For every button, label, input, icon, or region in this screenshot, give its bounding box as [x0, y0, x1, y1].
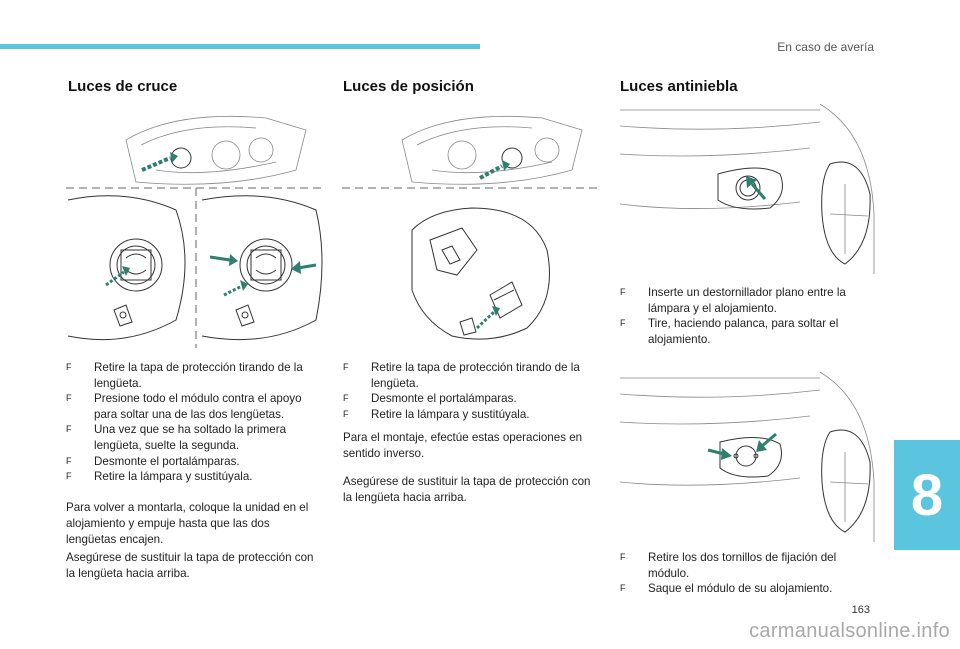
- fog-light-figure-1: [620, 104, 875, 274]
- headlamp-illustration: [401, 115, 583, 185]
- watermark: carmanualsonline.info: [749, 620, 950, 642]
- page-number: 163: [851, 604, 870, 616]
- side-lights-paragraph-1: Para el montaje, efectúe estas operacion…: [343, 431, 583, 460]
- arrow-icon: [105, 266, 130, 287]
- section-header: En caso de avería: [777, 40, 874, 54]
- arrow-icon: [475, 306, 500, 330]
- low-beam-figure: [66, 115, 324, 348]
- low-beam-title: Luces de cruce: [68, 78, 178, 95]
- lamp-holder-detail-right: [201, 195, 323, 341]
- headlamp-illustration: [125, 115, 307, 185]
- lamp-holder-detail: [411, 207, 550, 340]
- side-lights-paragraph-2: Asegúrese de sustituir la tapa de protec…: [343, 475, 591, 504]
- header-accent-bar: [0, 44, 480, 49]
- arrow-icon: [209, 254, 317, 297]
- bumper-illustration: [620, 104, 875, 274]
- arrow-icon: [746, 176, 767, 200]
- fog-light-figure-2: [620, 372, 875, 542]
- arrow-icon: [141, 152, 178, 172]
- side-lights-title: Luces de posición: [343, 78, 474, 95]
- fog-lights-title: Luces antiniebla: [620, 78, 738, 95]
- arrow-icon: [707, 432, 777, 460]
- arrow-icon: [479, 160, 510, 180]
- low-beam-paragraph-1: Para volver a montarla, coloque la unida…: [66, 501, 309, 546]
- side-lights-figure: [342, 115, 600, 340]
- lamp-holder-detail-left: [67, 195, 186, 341]
- bumper-illustration: [620, 372, 875, 542]
- chapter-tab: 8: [894, 440, 960, 550]
- low-beam-paragraph-2: Asegúrese de sustituir la tapa de protec…: [66, 551, 314, 580]
